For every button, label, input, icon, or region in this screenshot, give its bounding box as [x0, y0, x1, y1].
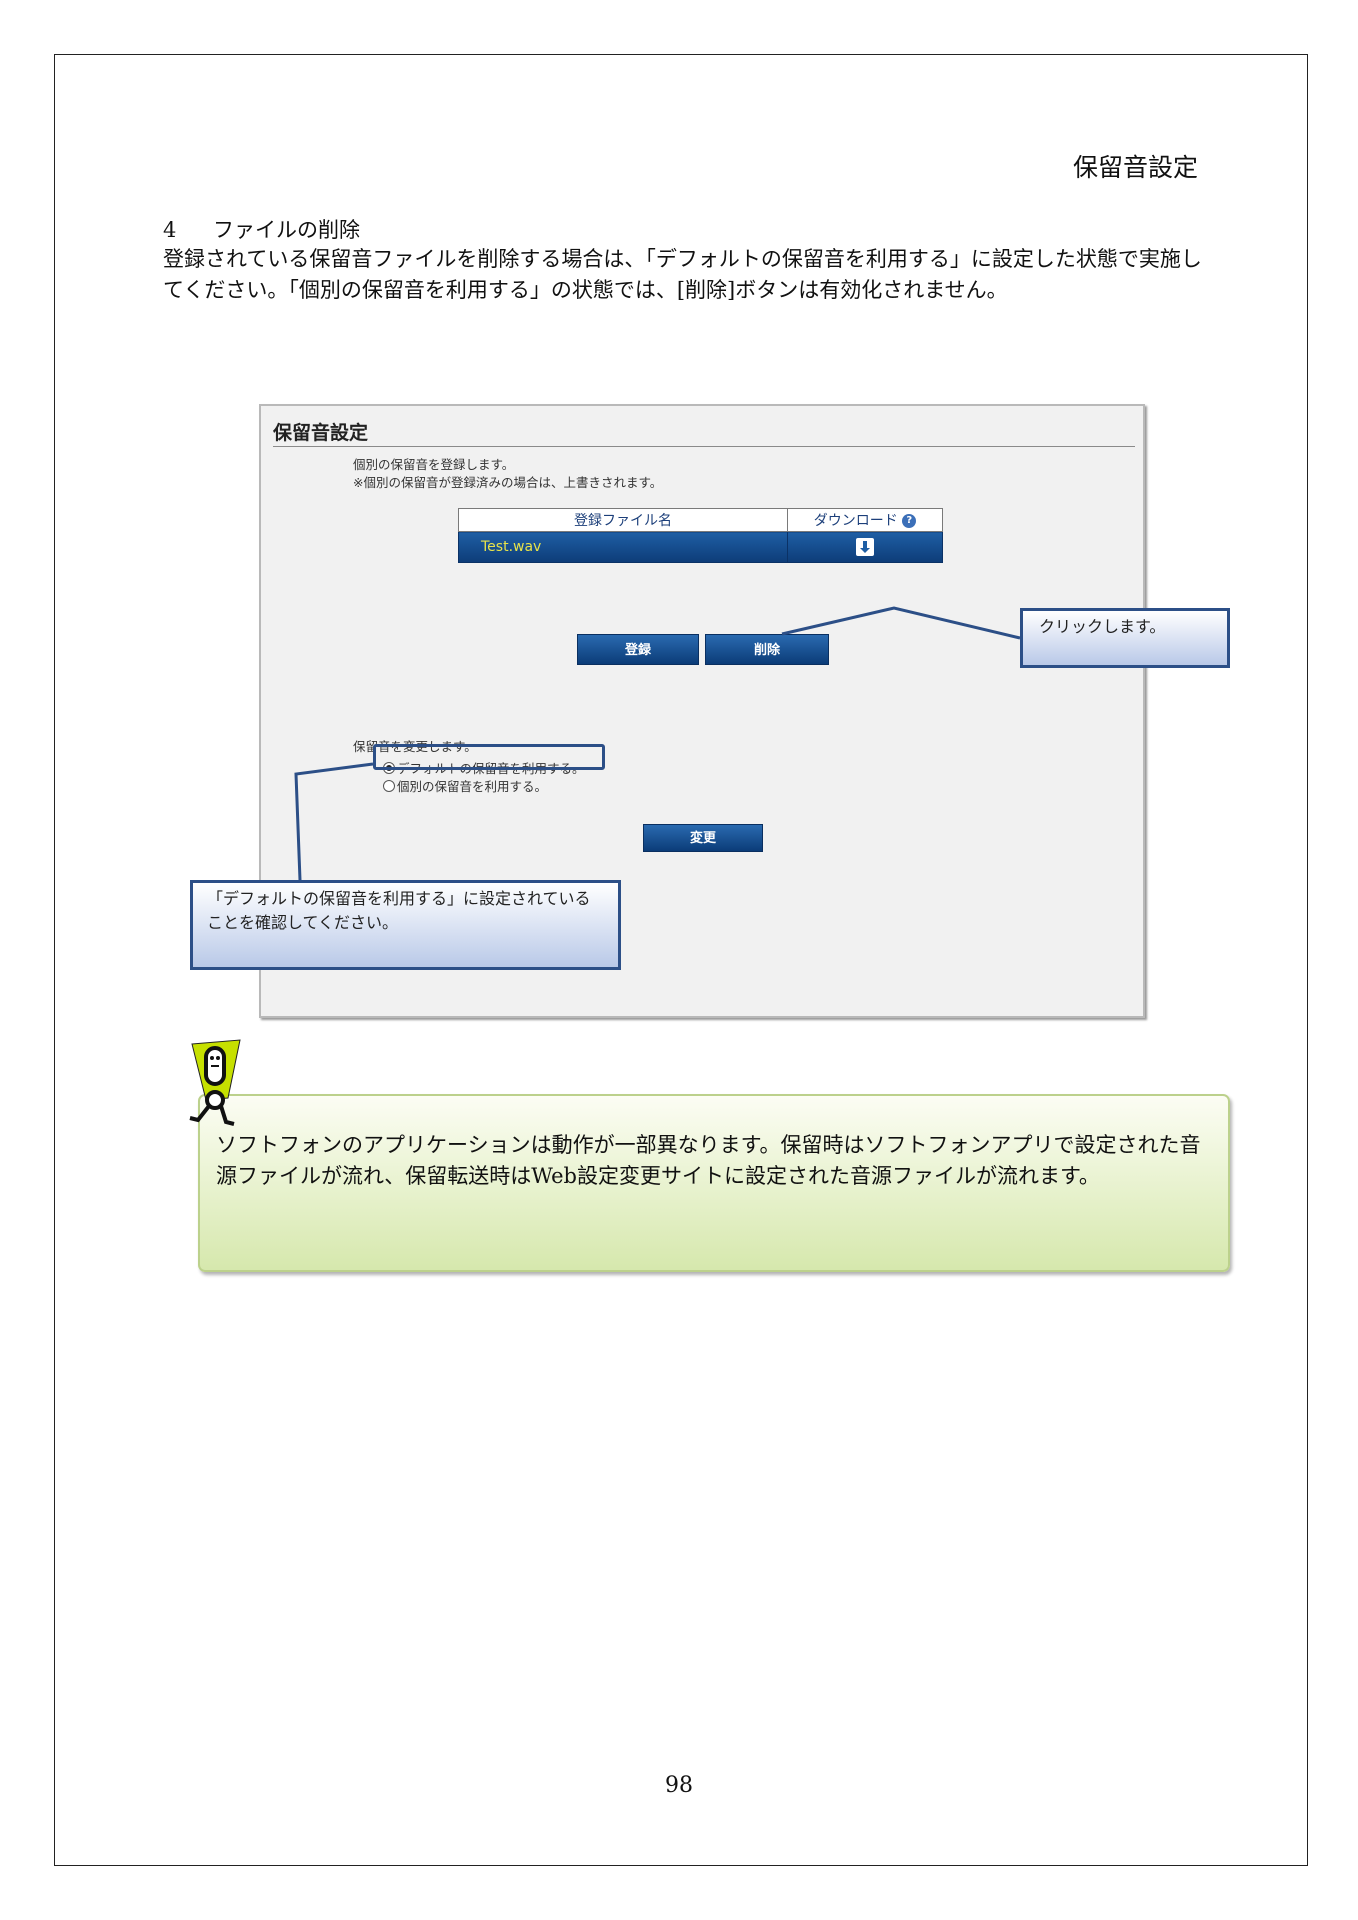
- exclamation-mascot-icon: [189, 1039, 241, 1126]
- section-title: ファイルの削除: [213, 218, 360, 242]
- desc-line-2: ※個別の保留音が登録済みの場合は、上書きされます。: [353, 475, 663, 490]
- file-name-cell: Test.wav: [458, 531, 788, 563]
- click-connector: [781, 606, 1021, 640]
- help-icon[interactable]: ?: [902, 514, 917, 528]
- section-number: 4: [163, 218, 177, 242]
- radio-custom-label: 個別の保留音を利用する。: [397, 779, 548, 794]
- screenshot-title: 保留音設定: [273, 422, 369, 444]
- note-box: ソフトフォンのアプリケーションは動作が一部異なります。保留時はソフトフォンアプリ…: [198, 1094, 1230, 1272]
- title-divider: [273, 446, 1135, 447]
- file-table: 登録ファイル名 ダウンロード ? Test.wav: [458, 508, 943, 563]
- note-text: ソフトフォンのアプリケーションは動作が一部異なります。保留時はソフトフォンアプリ…: [216, 1133, 1201, 1188]
- download-cell[interactable]: [787, 531, 943, 563]
- header-title: 保留音設定: [1072, 153, 1198, 182]
- table-row: Test.wav: [458, 531, 943, 563]
- section-heading: 4 ファイルの削除: [163, 214, 360, 244]
- col-download-label: ダウンロード: [813, 513, 898, 529]
- confirm-connector: [294, 762, 374, 881]
- confirm-callout-text: 「デフォルトの保留音を利用する」に設定されていることを確認してください。: [207, 889, 591, 932]
- intro-paragraph: 登録されている保留音ファイルを削除する場合は、「デフォルトの保留音を利用する」に…: [163, 247, 1202, 302]
- click-callout: クリックします。: [1020, 608, 1230, 668]
- download-icon[interactable]: [856, 538, 874, 556]
- col-filename-header: 登録ファイル名: [458, 508, 788, 532]
- page-number: 98: [665, 1773, 693, 1798]
- delete-button[interactable]: 削除: [705, 634, 829, 665]
- click-callout-text: クリックします。: [1039, 617, 1166, 636]
- change-button[interactable]: 変更: [643, 824, 763, 852]
- radio-highlight-box: [373, 744, 605, 770]
- confirm-callout: 「デフォルトの保留音を利用する」に設定されていることを確認してください。: [190, 880, 621, 970]
- page-frame: [54, 54, 1308, 1866]
- register-description: 個別の保留音を登録します。 ※個別の保留音が登録済みの場合は、上書きされます。: [353, 456, 662, 492]
- desc-line-1: 個別の保留音を登録します。: [353, 457, 515, 472]
- register-button[interactable]: 登録: [577, 634, 699, 665]
- radio-custom[interactable]: [383, 780, 395, 792]
- col-download-header: ダウンロード ?: [787, 508, 943, 532]
- radio-custom-row[interactable]: 個別の保留音を利用する。: [383, 776, 547, 795]
